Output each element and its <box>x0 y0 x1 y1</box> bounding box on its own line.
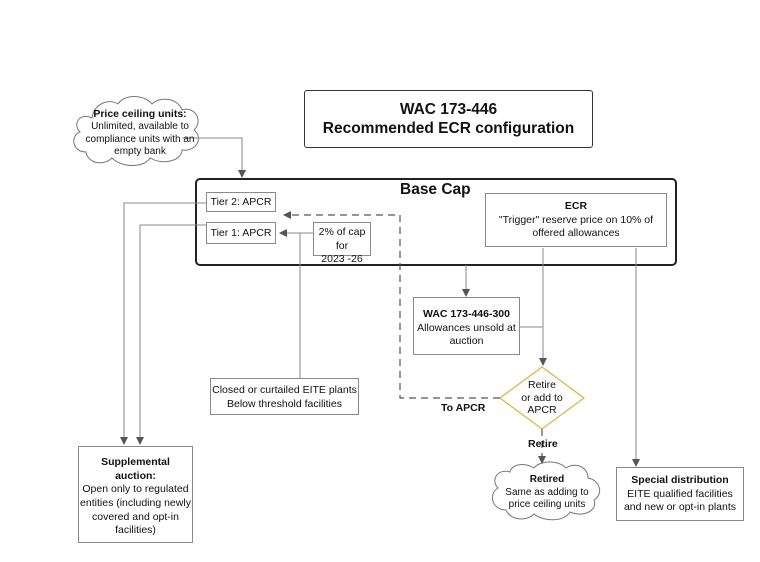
cap-share-box: 2% of cap for 2023 -26 <box>313 222 371 265</box>
price-ceiling-text: Price ceiling units: Unlimited, availabl… <box>80 108 200 159</box>
base-cap-label: Base Cap <box>400 181 471 198</box>
special-line: and new or opt-in plants <box>623 501 737 514</box>
wac-300-line: Allowances unsold at <box>417 321 516 334</box>
decision-line: Retire <box>527 379 556 391</box>
title-line-1: WAC 173-446 <box>399 101 498 118</box>
tier-1-apcr-box: Tier 1: APCR <box>206 222 276 244</box>
closed-line: Closed or curtailed EITE plants <box>212 384 357 396</box>
supplemental-heading: Supplemental <box>101 456 170 468</box>
title-line-2: Recommended ECR configuration <box>322 120 575 138</box>
decision-line: or add to <box>521 391 563 404</box>
price-ceiling-line: compliance units with an <box>85 133 195 145</box>
supplemental-line: Open only to regulated <box>82 483 189 496</box>
retired-line: Same as adding to <box>505 486 589 498</box>
title-box: WAC 173-446 Recommended ECR configuratio… <box>304 90 593 148</box>
supplemental-line: entities (including newly <box>80 496 191 509</box>
wac-300-box: WAC 173-446-300 Allowances unsold at auc… <box>413 297 520 355</box>
ecr-heading: ECR <box>564 200 588 212</box>
wac-300-line: auction <box>449 335 484 348</box>
to-apcr-label: To APCR <box>441 402 486 414</box>
base-cap-frame <box>195 178 677 266</box>
supplemental-line: covered and opt-in <box>92 510 179 523</box>
retired-text: Retired Same as adding to price ceiling … <box>494 474 600 512</box>
supplemental-heading: auction: <box>115 469 156 482</box>
closed-line: Below threshold facilities <box>227 397 342 410</box>
cap-share-line: 2% of cap for <box>318 226 366 252</box>
cap-share-line: 2023 -26 <box>321 253 363 266</box>
retire-label: Retire <box>528 438 558 450</box>
price-ceiling-cloud-shape <box>73 96 199 166</box>
price-ceiling-heading: Price ceiling units: <box>93 108 187 120</box>
decision-line: APCR <box>527 404 557 417</box>
closed-curtailed-box: Closed or curtailed EITE plants Below th… <box>210 378 359 415</box>
wac-300-heading: WAC 173-446-300 <box>423 308 510 320</box>
tier-2-apcr-box: Tier 2: APCR <box>206 192 276 212</box>
supplemental-line: facilities) <box>115 524 156 537</box>
retired-cloud-shape <box>491 461 601 521</box>
ecr-line: "Trigger" reserve price on 10% of <box>498 213 654 226</box>
price-ceiling-line: Unlimited, available to <box>91 121 189 133</box>
supplemental-auction-box: Supplemental auction: Open only to regul… <box>78 446 193 543</box>
retired-line: price ceiling units <box>508 499 586 510</box>
decision-text: Retire or add to APCR <box>506 379 578 417</box>
ecr-box: ECR "Trigger" reserve price on 10% of of… <box>485 193 667 247</box>
special-heading: Special distribution <box>631 474 729 486</box>
ecr-line: offered allowances <box>532 227 620 240</box>
special-line: EITE qualified facilities <box>627 487 733 500</box>
price-ceiling-line: empty bank <box>114 146 166 158</box>
retired-heading: Retired <box>529 474 565 485</box>
special-distribution-box: Special distribution EITE qualified faci… <box>616 467 744 521</box>
